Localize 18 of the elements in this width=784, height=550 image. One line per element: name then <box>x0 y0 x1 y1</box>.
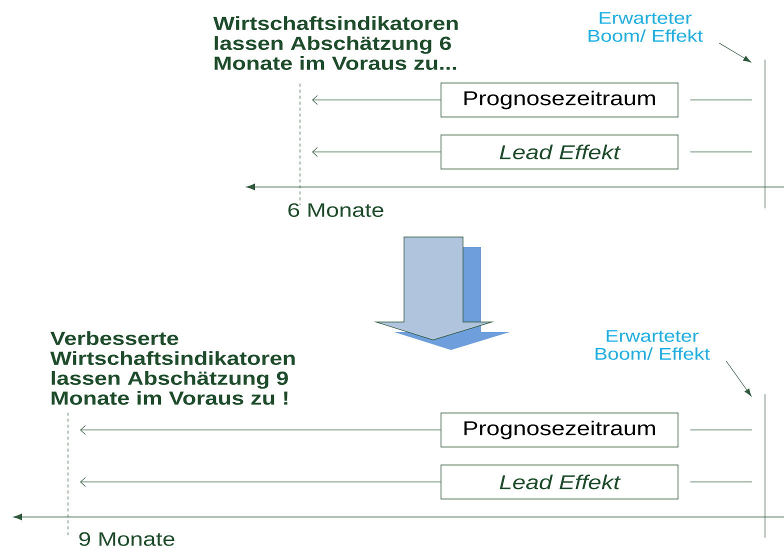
arrow <box>312 95 441 105</box>
process-box: Lead Effekt <box>440 464 678 500</box>
arrow <box>80 477 441 487</box>
process-box: Lead Effekt <box>440 134 678 170</box>
duration-label: 6 Monate <box>288 203 384 217</box>
annotation-text: Erwarteter Boom/ Effekt <box>596 330 710 360</box>
process-box: Prognosezeitraum <box>440 82 678 118</box>
heading-text: Wirtschaftsindikatoren lassen Abschätzung 6 Monate im Voraus zu... <box>213 16 458 70</box>
arrow <box>312 147 441 157</box>
vertical-line <box>764 394 766 538</box>
leader-arrow <box>718 42 752 62</box>
arrow <box>80 425 441 435</box>
vertical-line <box>764 60 766 208</box>
heading-text: Verbesserte Wirtschaftsindikatoren lassen Abschätzung 9 Monate im Voraus zu ! <box>50 331 295 405</box>
duration-label: 9 Monate <box>79 532 174 546</box>
leader-arrow <box>726 360 752 396</box>
annotation-text: Erwarteter Boom/ Effekt <box>588 12 703 42</box>
process-box: Prognosezeitraum <box>440 412 678 448</box>
